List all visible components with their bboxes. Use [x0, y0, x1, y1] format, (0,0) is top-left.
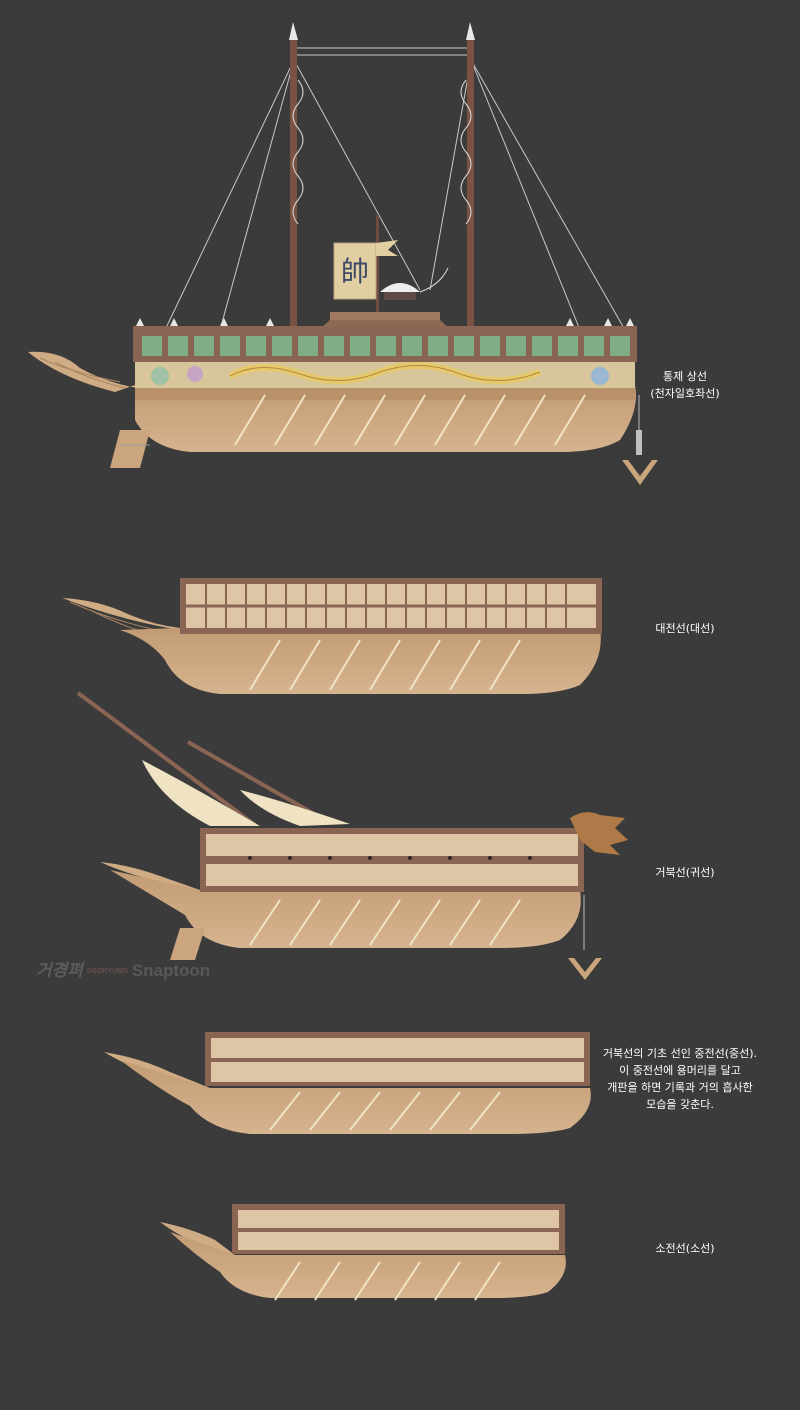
- anchor: [622, 395, 658, 485]
- command-flag: 帥: [333, 215, 398, 320]
- small-battleship: [160, 1204, 566, 1301]
- label-large-ship: 대전선(대선): [655, 622, 715, 635]
- turtle-ship: [76, 691, 628, 980]
- large-battleship: [62, 578, 602, 694]
- bow: [28, 351, 150, 392]
- label-turtle-ship: 거북선(귀선): [655, 866, 715, 879]
- label-small-ship: 소전선(소선): [655, 1242, 715, 1255]
- watermark-brand: Snaptoon: [131, 961, 211, 980]
- canopy: [380, 267, 449, 300]
- medium-battleship: [104, 1032, 591, 1134]
- oars: [234, 394, 586, 446]
- rigging: [164, 47, 626, 331]
- label-command-ship: 통제 상선 (천자일호좌선): [650, 370, 720, 400]
- flag-character: 帥: [341, 255, 369, 288]
- rudder: [110, 430, 150, 468]
- watermark-small: GEOKYUNG: [86, 968, 128, 976]
- rail-ornaments: [136, 318, 634, 326]
- dragon-head: [570, 812, 628, 855]
- watermark-signature: 거경펴: [36, 961, 83, 981]
- masts: [289, 22, 475, 335]
- gallery-windows: [142, 336, 630, 356]
- dragon-panel: [135, 362, 635, 388]
- command-ship: 帥: [28, 22, 658, 485]
- label-medium-ship: 거북선의 기초 선인 중전선(중선). 이 중전선에 용머리를 달고 개판을 하…: [602, 1047, 758, 1111]
